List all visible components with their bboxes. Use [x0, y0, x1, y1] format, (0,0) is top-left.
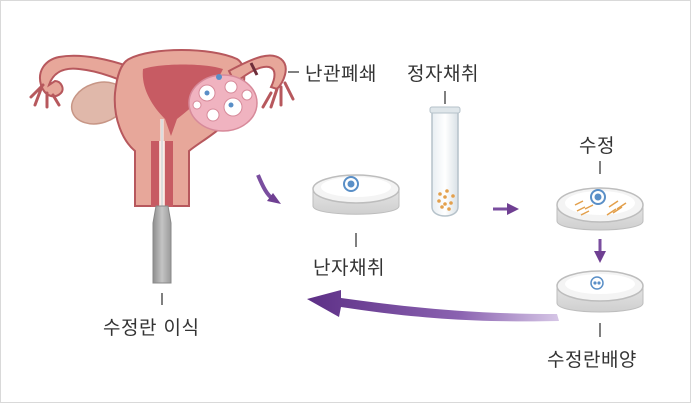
fertilization-dish [556, 161, 644, 231]
embryo-transfer-label: 수정란 이식 [103, 317, 200, 339]
transfer-catheter [152, 119, 172, 305]
egg-retrieval-label: 난자채취 [313, 257, 385, 279]
embryo-culture-label: 수정란배양 [547, 349, 637, 371]
right-fimbriae [261, 81, 295, 109]
tubal-ligation-label: 난관폐쇄 [305, 63, 377, 85]
fertilization-label: 수정 [579, 135, 615, 157]
arrow-to-egg-retrieval [256, 174, 275, 201]
ligation-mark [249, 62, 259, 76]
left-fimbriae [29, 83, 61, 109]
sperm-cells [574, 200, 627, 216]
sperm-collection-label: 정자채취 [407, 63, 479, 85]
sperm-sample [437, 189, 455, 211]
right-fallopian-tube [227, 54, 287, 91]
culture-dish [556, 270, 644, 337]
embryo [590, 276, 604, 290]
egg-retrieval-dish [312, 174, 400, 247]
left-fallopian-tube [39, 54, 142, 98]
follicles [192, 74, 253, 122]
arrow-to-embryo-transfer [307, 290, 559, 322]
sperm-test-tube [429, 91, 461, 217]
